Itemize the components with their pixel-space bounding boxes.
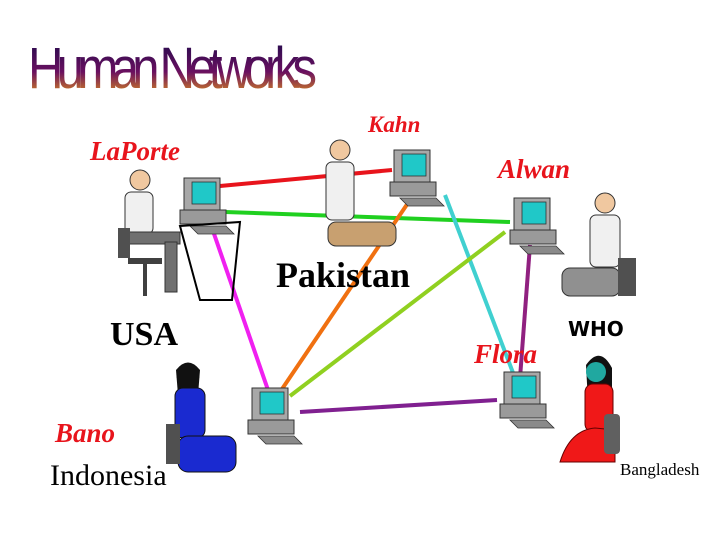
node-laporte xyxy=(118,169,242,301)
person-icon xyxy=(166,362,237,473)
person-name-laporte: LaPorte xyxy=(89,136,180,166)
node-bano xyxy=(166,362,303,473)
link-alwan-flora xyxy=(518,244,532,379)
computer-icon xyxy=(389,149,445,207)
person-name-flora: Flora xyxy=(473,339,537,369)
person-name-bano: Bano xyxy=(54,418,115,448)
computer-icon xyxy=(247,387,303,445)
node-kahn xyxy=(325,139,445,247)
person-name-kahn: Kahn xyxy=(367,112,420,137)
person-icon xyxy=(118,169,181,296)
person-icon xyxy=(559,355,620,463)
location-indonesia: Indonesia xyxy=(50,459,167,492)
node-alwan xyxy=(509,192,636,297)
computer-icon xyxy=(509,197,565,255)
person-icon xyxy=(561,192,636,297)
node-flora xyxy=(499,355,620,463)
page-title: Human Networks xyxy=(28,36,317,101)
link-alwan-bano xyxy=(288,230,507,398)
location-usa: USA xyxy=(110,316,178,353)
location-bangladesh: Bangladesh xyxy=(620,460,700,479)
link-bano-flora xyxy=(299,398,498,414)
computer-icon xyxy=(499,371,555,429)
location-who: WHO xyxy=(568,317,624,341)
person-icon xyxy=(325,139,397,247)
link-laporte-alwan xyxy=(224,210,511,224)
link-kahn-flora xyxy=(443,194,517,379)
link-laporte-bano xyxy=(210,227,270,391)
person-name-alwan: Alwan xyxy=(496,154,570,184)
link-laporte-kahn xyxy=(219,168,393,188)
location-pakistan: Pakistan xyxy=(276,255,410,295)
